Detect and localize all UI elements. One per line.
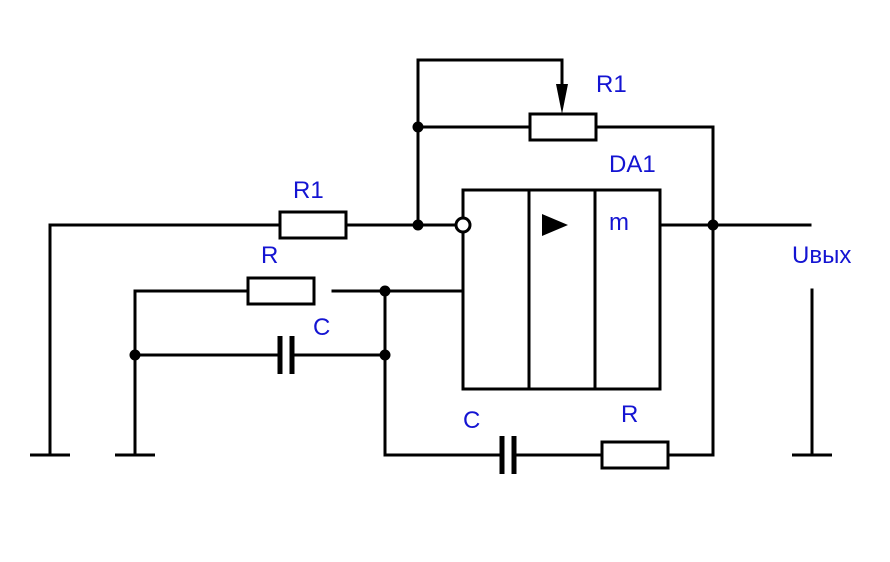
label-r1-top: R1 (596, 71, 627, 98)
resistor-r-left (246, 276, 316, 306)
label-da1: DA1 (609, 151, 656, 178)
label-output-voltage: Uвых (792, 242, 851, 269)
wire-r-left (133, 289, 250, 457)
resistor-r1-input (278, 210, 348, 240)
label-r-left: R (261, 242, 278, 269)
wire-c-bottom-a (383, 289, 502, 457)
wire-input (48, 223, 282, 457)
inverting-input-circle (454, 216, 472, 234)
label-r-bottom: R (621, 401, 638, 428)
label-r1-input: R1 (293, 177, 324, 204)
junction-nodes (129, 121, 719, 361)
label-c-bottom: C (463, 407, 480, 434)
capacitor-c-left (277, 336, 295, 374)
opamp-triangle-icon (542, 214, 568, 236)
capacitor-c-bottom (499, 436, 517, 474)
wire-pot-right (594, 125, 715, 457)
resistor-r1-potentiometer (528, 112, 598, 142)
opamp-da1 (454, 188, 662, 391)
wires (48, 58, 814, 457)
wire-feedback-vertical (416, 58, 564, 227)
potentiometer-wiper-arrow (556, 84, 568, 114)
resistor-r-bottom (600, 440, 670, 470)
label-c-left: C (313, 314, 330, 341)
label-m: m (609, 209, 629, 236)
